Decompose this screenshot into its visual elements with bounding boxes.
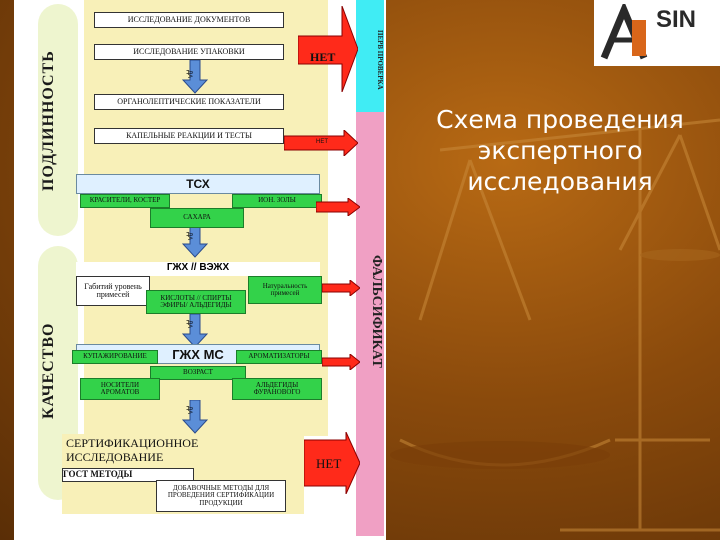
sugar-box: САХАРА [150,208,244,228]
no-arrow-drops [284,130,358,156]
organoleptic-box: ОРГАНОЛЕПТИЧЕСКИЕ ПОКАЗАТЕЛИ [94,94,284,110]
additional-methods-box: ДОБАВОЧНЫЕ МЕТОДЫ ДЛЯ ПРОВЕДЕНИЯ СЕРТИФИ… [156,480,286,512]
habit-box: Габитий уровень примесей [76,276,150,306]
down-arrow-4 [182,400,208,434]
tlc-bar: ТСХ [76,174,320,194]
arrow-3-label: ДА [186,320,192,329]
quality-label: КАЧЕСТВО [40,322,57,420]
gost-methods-box: ГОСТ МЕТОДЫ [62,468,194,482]
no-label-certification: НЕТ [316,456,342,471]
certification-title: СЕРТИФИКАЦИОННОЕ ИССЛЕДОВАНИЕ [66,436,199,464]
no-label-top: НЕТ [310,50,336,64]
arrow-1-label: ДА [186,70,192,79]
falsification-label: ФАЛЬСИФИКАТ [369,254,384,368]
down-arrow-2 [182,224,208,258]
no-label-drops: НЕТ [316,139,328,145]
documents-box: ИССЛЕДОВАНИЕ ДОКУМЕНТОВ [94,12,284,28]
dyes-box: КРАСИТЕЛИ, КОСТЕР [80,194,170,208]
falsification-column [356,112,384,536]
logo-mark-icon [600,4,648,60]
acids-box: КИСЛОТЫ // СПИРТЫ ЭФИРЫ/ АЛЬДЕГИДЫ [146,290,246,314]
scales-background-illustration [390,118,720,532]
blending-box: КУПАЖИРОВАНИЕ [72,350,158,364]
ions-box: ИОН. ЗОЛЫ [232,194,322,208]
drop-tests-box: КАПЕЛЬНЫЕ РЕАКЦИИ И ТЕСТЫ [94,128,284,144]
gc-bar: ГЖХ // ВЭЖХ [76,262,320,276]
authenticity-pill [38,4,78,236]
arrow-4-label: ДА [186,406,192,415]
authenticity-label: ПОДЛИННОСТЬ [40,50,57,192]
first-check-label: ПЕРВ ПРОВЕРКА [376,30,384,90]
logo-text: SIN [656,6,697,33]
no-arrow-top [298,6,358,92]
logo: SIN [594,0,720,66]
packaging-box: ИССЛЕДОВАНИЕ УПАКОВКИ [94,44,284,60]
no-arrow-gc [322,280,360,296]
no-arrow-tlc [316,198,360,216]
no-arrow-certification [304,432,360,494]
naturalness-box: Натуральность примесей [248,276,322,304]
no-arrow-gcms [322,354,360,370]
first-check-column [356,0,384,112]
aroma-carriers-box: НОСИТЕЛИ АРОМАТОВ [80,378,160,400]
furan-aldehydes-box: АЛЬДЕГИДЫ ФУРАНОВОГО [232,378,322,400]
flavorings-box: АРОМАТИЗАТОРЫ [236,350,322,364]
slide-title: Схема проведения экспертного исследовани… [436,105,684,196]
age-box: ВОЗРАСТ [150,366,246,380]
down-arrow-1 [182,60,208,94]
arrow-2-label: ДА [186,232,192,241]
down-arrow-3 [182,314,208,348]
